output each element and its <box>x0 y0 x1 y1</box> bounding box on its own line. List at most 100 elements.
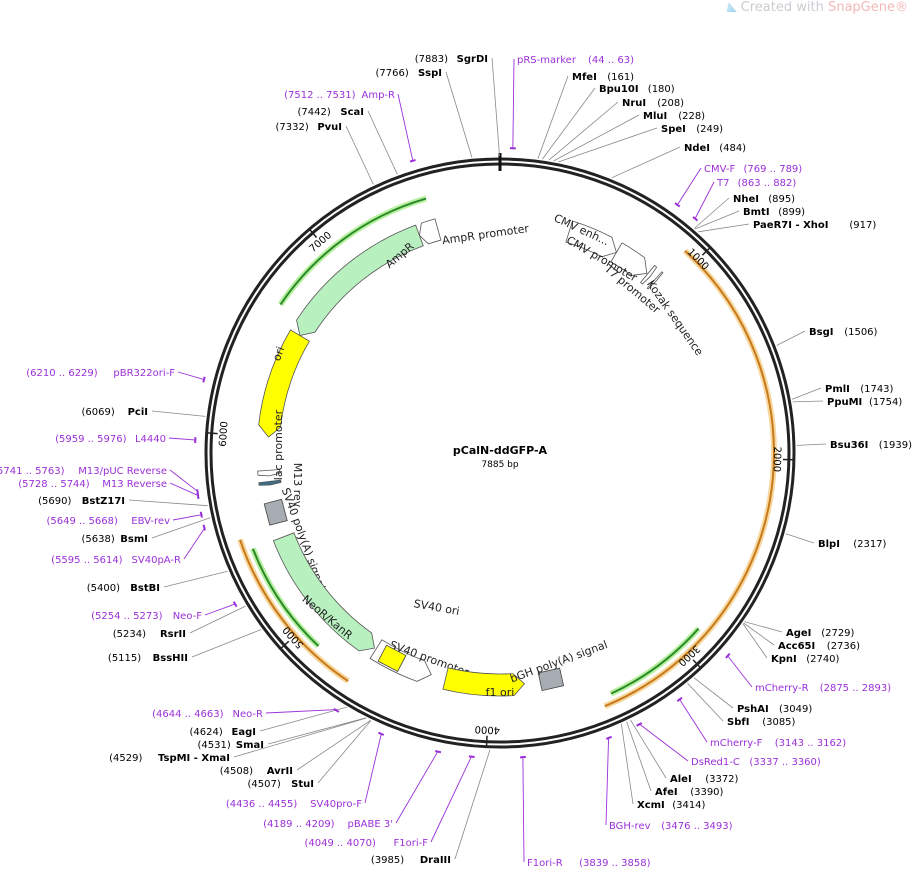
site-rsrii[interactable]: RsrII (5234) <box>113 605 246 640</box>
site-name: BmtI <box>743 207 770 218</box>
site-name: BsmI <box>120 534 148 545</box>
site-mfei[interactable]: MfeI(161) <box>537 72 634 159</box>
site-position: (3372) <box>705 774 738 785</box>
site-bsu36i[interactable]: Bsu36I(1939) <box>796 440 912 451</box>
site-alei[interactable]: AleI(3372) <box>630 719 739 785</box>
site-ndei[interactable]: NdeI(484) <box>611 143 746 179</box>
site-name: PshAI <box>737 704 769 715</box>
site-eagi[interactable]: EagI(4624) <box>190 706 347 738</box>
site-avrii[interactable]: AvrII(4508) <box>220 720 371 777</box>
site-bstz17i[interactable]: BstZ17I(5690) <box>38 496 208 507</box>
primer-f1ori-r[interactable]: F1ori-R(3839 .. 3858) <box>519 755 651 869</box>
site-nhei[interactable]: NheI(895) <box>694 194 795 229</box>
primer-cmv-f[interactable]: CMV-F(769 .. 789) <box>674 164 802 208</box>
primer-mcherry-r[interactable]: mCherry-R(2875 .. 2893) <box>725 652 892 694</box>
site-acc65i[interactable]: Acc65I(2736) <box>743 622 861 652</box>
primer-f1ori-f[interactable]: F1ori-F(4049 .. 4070) <box>304 755 475 849</box>
site-draiii[interactable]: DraIII(3985) <box>371 749 491 866</box>
site-leader-line <box>259 706 347 732</box>
primer-t7[interactable]: T7(863 .. 882) <box>692 178 796 222</box>
primer-amp-r[interactable]: Amp-R(7512 .. 7531) <box>284 90 416 163</box>
primer-range: (2875 .. 2893) <box>820 683 892 694</box>
primer-dsred1-c[interactable]: DsRed1-C(3337 .. 3360) <box>636 722 821 768</box>
primer-l4440[interactable]: L4440(5959 .. 5976) <box>55 434 197 445</box>
site-name: SmaI <box>236 740 264 751</box>
site-sspi[interactable]: SspI(7766) <box>376 68 473 158</box>
site-name: AvrII <box>267 766 293 777</box>
site-bmti[interactable]: BmtI (899) <box>694 207 805 230</box>
site-sbfi[interactable]: SbfI(3085) <box>687 683 796 728</box>
site-leader-line <box>693 677 734 709</box>
site-position: (3085) <box>762 717 795 728</box>
site-leader-line <box>191 629 262 658</box>
lac-promoter-label: lac promoter <box>272 409 285 480</box>
site-position: (7442) <box>298 107 331 118</box>
primer-leader-line <box>172 514 203 521</box>
primer-leader-line <box>177 371 206 381</box>
site-ppumi[interactable]: PpuMI(1754) <box>792 397 903 408</box>
site-nrui[interactable]: NruI (208) <box>548 98 684 161</box>
site-smai[interactable]: SmaI(4531) <box>198 717 366 751</box>
site-sgrdi[interactable]: SgrDI(7883) <box>415 54 500 157</box>
site-position: (5234) <box>113 629 146 640</box>
primer-pbabe-3[interactable]: pBABE 3'(4189 .. 4209) <box>263 750 442 830</box>
site-bpu10i[interactable]: Bpu10I(180) <box>542 84 675 160</box>
primer-neo-f[interactable]: Neo-F(5254 .. 5273) <box>91 601 238 622</box>
primer-range: (5741 .. 5763) <box>0 466 65 477</box>
site-tspmi-xmai[interactable]: TspMI - XmaI(4529) <box>109 717 367 764</box>
watermark-text: Created with <box>740 0 828 15</box>
site-afei[interactable]: AfeI(3390) <box>626 721 724 798</box>
primer-neo-r[interactable]: Neo-R(4644 .. 4663) <box>152 707 340 720</box>
site-position: (2729) <box>821 628 854 639</box>
orange-band <box>239 539 349 682</box>
site-spei[interactable]: SpeI(249) <box>558 124 724 163</box>
primer-mcherry-f[interactable]: mCherry-F(3143 .. 3162) <box>676 696 846 749</box>
site-name: RsrII <box>160 629 186 640</box>
site-position: (899) <box>778 207 805 218</box>
site-leader-line <box>445 71 473 158</box>
site-pmli[interactable]: PmlI(1743) <box>791 384 894 400</box>
site-position: (180) <box>648 84 675 95</box>
primer-binding-mark <box>196 493 200 500</box>
primer-range: (4189 .. 4209) <box>263 819 335 830</box>
site-agei[interactable]: AgeI(2729) <box>744 621 855 639</box>
primer-pbr322ori-f[interactable]: pBR322ori-F(6210 .. 6229) <box>26 368 206 383</box>
site-position: (208) <box>657 98 684 109</box>
site-bsgi[interactable]: BsgI(1506) <box>776 327 878 346</box>
site-leader-line <box>791 387 822 400</box>
site-xcmi[interactable]: XcmI(3414) <box>621 723 706 811</box>
site-bsmi[interactable]: BsmI(5638) <box>82 517 211 545</box>
site-blpi[interactable]: BlpI(2317) <box>785 533 887 550</box>
primer-sv40pa-r[interactable]: SV40pA-R(5595 .. 5614) <box>51 524 206 566</box>
tick-label: 2000 <box>771 446 783 472</box>
site-mlui[interactable]: MluI(228) <box>553 111 706 162</box>
site-position: (3414) <box>672 800 705 811</box>
site-bsshii[interactable]: BssHII(5115) <box>108 629 262 664</box>
site-name: BssHII <box>153 653 188 664</box>
primer-prs-marker[interactable]: pRS-marker(44 .. 63) <box>509 55 634 150</box>
primer-bgh-rev[interactable]: BGH-rev(3476 .. 3493) <box>605 735 733 832</box>
restriction-sites-layer: SgrDI(7883)SspI(7766)ScaI(7442)PvuI(7332… <box>38 54 912 866</box>
site-pvui[interactable]: PvuI(7332) <box>276 122 374 185</box>
tick-mark <box>279 640 290 650</box>
tick-mark <box>205 431 218 435</box>
primer-range: (5595 .. 5614) <box>51 555 123 566</box>
site-pcii[interactable]: PciI(6069) <box>82 407 206 418</box>
site-paer7i-xhoi[interactable]: PaeR7I - XhoI(917) <box>698 220 876 233</box>
site-name: SgrDI <box>457 54 488 65</box>
site-name: KpnI <box>771 654 797 665</box>
site-kpni[interactable]: KpnI(2740) <box>742 623 840 665</box>
primer-sv40pro-f[interactable]: SV40pro-F(4436 .. 4455) <box>226 731 385 810</box>
site-bstbi[interactable]: BstBI(5400) <box>87 570 228 594</box>
site-name: NruI <box>622 98 646 109</box>
site-position: (7332) <box>276 122 309 133</box>
site-position: (6069) <box>82 407 115 418</box>
site-leader-line <box>163 570 228 588</box>
site-stui[interactable]: StuI(4507) <box>248 720 372 790</box>
primer-name: pRS-marker <box>517 55 577 66</box>
site-pshai[interactable]: PshAI(3049) <box>693 677 812 715</box>
site-scai[interactable]: ScaI(7442) <box>298 107 398 175</box>
primer-m13-reverse[interactable]: M13 Reverse(5728 .. 5744) <box>18 479 200 500</box>
primer-ebv-rev[interactable]: EBV-rev(5649 .. 5668) <box>46 511 203 527</box>
